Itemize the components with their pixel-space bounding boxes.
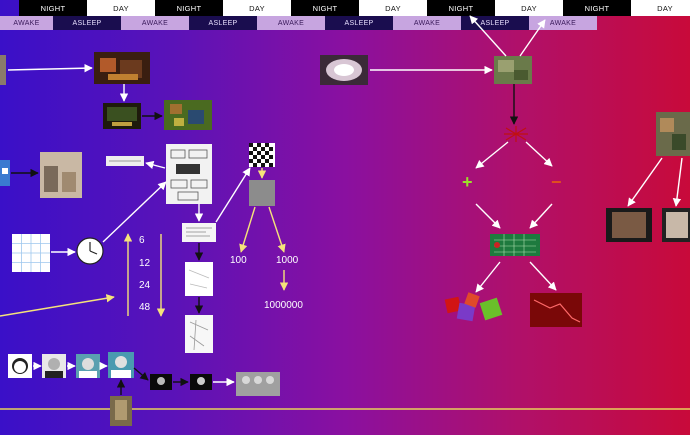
thumb-figure-dark-2: [190, 374, 212, 390]
arrow-face4-to-dark1: [134, 368, 148, 380]
arrow-yellow-to-100: [241, 207, 255, 252]
thumb-brain-glow: [320, 55, 368, 85]
clock-icon: [77, 238, 103, 264]
thumb-doc-sketch: [185, 262, 213, 296]
thumb-face-1: [8, 354, 32, 378]
thumb-group-photo: [236, 372, 280, 396]
thumb-portrait-b: [662, 208, 690, 242]
arrow-art-to-portrait-a: [628, 158, 662, 206]
thumb-game-small: [103, 103, 141, 129]
thumb-portrait-a: [606, 208, 652, 242]
thumb-spider-node: [504, 126, 528, 142]
number-48: 48: [139, 302, 150, 314]
thumb-game-scene: [94, 52, 150, 84]
thumb-checkerboard: [249, 143, 275, 167]
thumb-art-edge: [656, 112, 690, 156]
thumb-face-4: [108, 352, 134, 378]
thumb-red-chart: [530, 293, 582, 327]
number-6: 6: [139, 235, 145, 247]
label-100: 100: [230, 255, 247, 267]
thumb-room-3d: [40, 152, 82, 198]
thumb-robot-edge: [0, 160, 10, 186]
thumb-person-small: [110, 396, 132, 426]
arrow-clock-to-flow: [103, 182, 166, 242]
label-1000: 1000: [276, 255, 298, 267]
arrow-nature-to-night: [470, 16, 506, 56]
thumbnails: [0, 52, 690, 426]
arrow-art-to-portrait-b: [676, 158, 682, 206]
thumb-dice: [445, 292, 503, 321]
thumb-grid-paper: [12, 234, 50, 272]
arrow-table-to-dice: [476, 262, 500, 292]
arrow-face-to-game: [8, 68, 92, 70]
thumb-figure-dark-1: [150, 374, 172, 390]
thumb-flowchart-doc: [166, 144, 212, 204]
thumb-nature-scene: [494, 56, 532, 84]
minus-sign: −: [551, 172, 562, 192]
plus-sign: +: [462, 172, 473, 192]
thumb-face-edge: [0, 55, 6, 85]
thumb-face-3: [76, 354, 100, 378]
arrow-yellow-to-1000: [269, 207, 284, 252]
thumb-roulette-table: [490, 234, 540, 256]
arrow-table-to-chart: [530, 262, 556, 290]
thumb-doc-small: [182, 223, 216, 242]
arrow-nature-to-day: [520, 20, 545, 56]
arrow-spider-right: [526, 142, 552, 166]
arrow-doc-to-check: [216, 168, 250, 222]
thumb-game-map: [164, 100, 212, 130]
arrow-yellow-diagonal: [0, 297, 114, 316]
arrow-minus-to-table: [530, 204, 552, 228]
number-24: 24: [139, 280, 150, 292]
label-1000000: 1000000: [264, 300, 303, 312]
thumb-text-strip: [106, 156, 144, 166]
thumb-doc-lineart: [185, 315, 213, 353]
thumb-gray-square: [249, 180, 275, 206]
arrow-doc-to-text: [146, 163, 165, 168]
thumb-face-2: [42, 354, 66, 378]
arrow-plus-to-table: [476, 204, 500, 228]
arrow-spider-left: [476, 142, 508, 168]
number-12: 12: [139, 258, 150, 270]
